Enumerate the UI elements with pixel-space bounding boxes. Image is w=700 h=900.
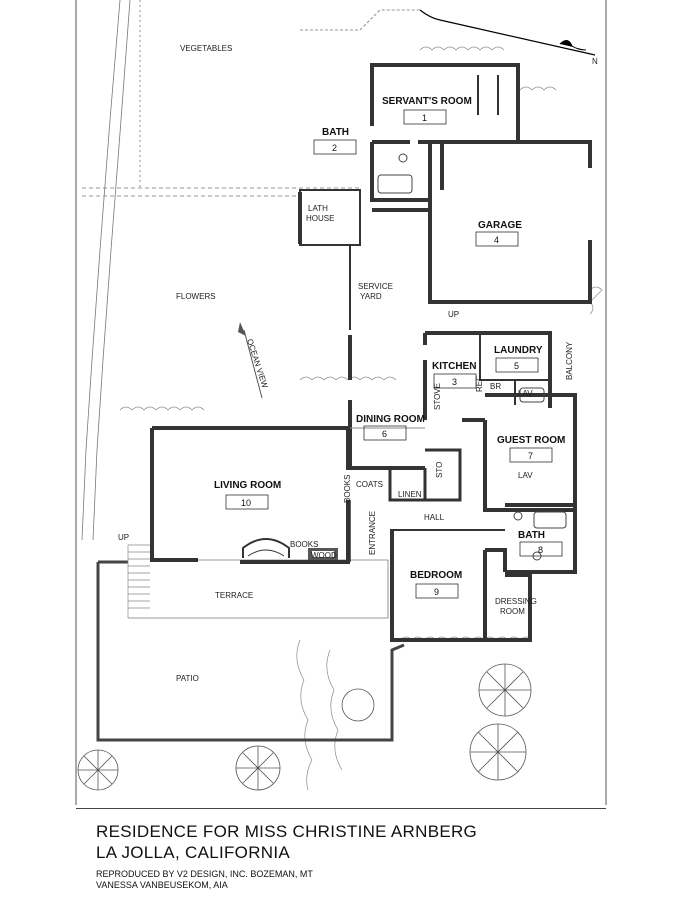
ref-label: REF bbox=[475, 376, 484, 392]
room-number-2: 2 bbox=[332, 143, 337, 153]
room-label-laundry: LAUNDRY bbox=[494, 345, 543, 356]
wall-dressing-room bbox=[485, 573, 532, 642]
fixtures bbox=[377, 153, 567, 561]
wood-label: WOOD bbox=[311, 551, 337, 560]
wall-bath-2 bbox=[370, 142, 432, 202]
entrance-label: ENTRANCE bbox=[368, 511, 377, 555]
service-yard-label-line2: YARD bbox=[360, 292, 382, 301]
room-label-bath-2: BATH bbox=[322, 127, 349, 138]
bathtub-icon bbox=[377, 174, 413, 194]
building-walls bbox=[150, 63, 592, 642]
room-number-6: 6 bbox=[382, 429, 387, 439]
balcony-label: BALCONY bbox=[565, 341, 574, 380]
room-number-1: 1 bbox=[422, 113, 427, 123]
wall-servants-room bbox=[370, 63, 520, 142]
lath-house-label-line2: HOUSE bbox=[306, 214, 334, 223]
room-label-bath-8: BATH bbox=[518, 530, 545, 541]
room-label-kitchen: KITCHEN bbox=[432, 361, 476, 372]
wall-bedroom bbox=[390, 530, 487, 642]
room-number-box-1 bbox=[403, 109, 447, 125]
books-fireplace-label: BOOKS bbox=[290, 540, 318, 549]
ocean-view-arrow: OCEAN VIEW bbox=[238, 322, 270, 399]
room-label-garage: GARAGE bbox=[478, 220, 522, 231]
flowers-label: FLOWERS bbox=[176, 292, 216, 301]
fireplace bbox=[242, 538, 338, 560]
room-number-box-2 bbox=[313, 139, 357, 155]
drawing-location: LA JOLLA, CALIFORNIA bbox=[96, 843, 291, 862]
north-label: N bbox=[592, 57, 598, 66]
lavatory-icon bbox=[519, 387, 545, 403]
wall-living-room bbox=[152, 426, 350, 470]
toilet-icon bbox=[513, 511, 523, 521]
room-number-box-7 bbox=[509, 447, 553, 463]
coats-label: COATS bbox=[356, 480, 383, 489]
room-label-dining-room: DINING ROOM bbox=[356, 414, 425, 425]
sto-label: STO bbox=[435, 462, 444, 478]
br-label: BR bbox=[490, 382, 501, 391]
wall-kitchen-laundry bbox=[425, 331, 552, 408]
room-number-4: 4 bbox=[494, 235, 499, 245]
room-label-bedroom: BEDROOM bbox=[410, 570, 462, 581]
trees bbox=[77, 663, 532, 791]
dressing-room-label-line1: DRESSING bbox=[495, 597, 537, 606]
garden-stone-wall bbox=[81, 0, 420, 541]
room-number-box-5 bbox=[495, 357, 539, 373]
terrace-patio-outline bbox=[96, 544, 405, 742]
north-arrow: N bbox=[419, 9, 598, 66]
room-label-servants-room: SERVANT'S ROOM bbox=[382, 96, 472, 107]
room-number-box-4 bbox=[475, 231, 519, 247]
room-number-8: 8 bbox=[538, 545, 543, 555]
room-number-box-9 bbox=[415, 583, 459, 599]
wall-bath-8 bbox=[505, 503, 577, 574]
books-wall-label: BOOKS bbox=[343, 475, 352, 503]
title-block-rule-top bbox=[76, 808, 606, 809]
lath-house-label-line1: LATH bbox=[308, 204, 328, 213]
room-number-box-3 bbox=[433, 373, 477, 389]
room-number-box-6 bbox=[363, 425, 407, 441]
room-number-3: 3 bbox=[452, 377, 457, 387]
vegetables-label: VEGETABLES bbox=[180, 44, 232, 53]
credit-line-architect: VANESSA VANBEUSEKOM, AIA bbox=[96, 880, 228, 890]
room-label-living-room: LIVING ROOM bbox=[214, 480, 281, 491]
room-number-box-10 bbox=[225, 494, 269, 510]
bathtub-icon bbox=[533, 511, 567, 529]
lav-label-upper: LAV bbox=[518, 389, 533, 398]
room-number-7: 7 bbox=[528, 451, 533, 461]
credit-line-reproduced: REPRODUCED BY V2 DESIGN, INC. BOZEMAN, M… bbox=[96, 869, 313, 879]
drawing-title: RESIDENCE FOR MISS CHRISTINE ARNBERG bbox=[96, 822, 478, 841]
room-number-9: 9 bbox=[434, 587, 439, 597]
toilet-icon bbox=[398, 153, 408, 163]
up-label-terrace: UP bbox=[118, 533, 129, 542]
room-label-guest-room: GUEST ROOM bbox=[497, 435, 565, 446]
terrace-label: TERRACE bbox=[215, 591, 253, 600]
stove-label: STOVE bbox=[433, 383, 442, 410]
lav-label-guest: LAV bbox=[518, 471, 533, 480]
dressing-room-label-line2: ROOM bbox=[500, 607, 525, 616]
tree bbox=[341, 688, 375, 722]
hall-label: HALL bbox=[424, 513, 445, 522]
service-yard-label-line1: SERVICE bbox=[358, 282, 393, 291]
wall-garage bbox=[372, 140, 592, 304]
patio-label: PATIO bbox=[176, 674, 199, 683]
terrace-steps bbox=[127, 544, 150, 618]
room-number-box-8 bbox=[519, 541, 563, 557]
up-label-service: UP bbox=[448, 310, 459, 319]
wall-dining-room bbox=[348, 335, 425, 470]
linen-label: LINEN bbox=[398, 490, 422, 499]
room-number-5: 5 bbox=[514, 361, 519, 371]
room-number-10: 10 bbox=[241, 498, 251, 508]
